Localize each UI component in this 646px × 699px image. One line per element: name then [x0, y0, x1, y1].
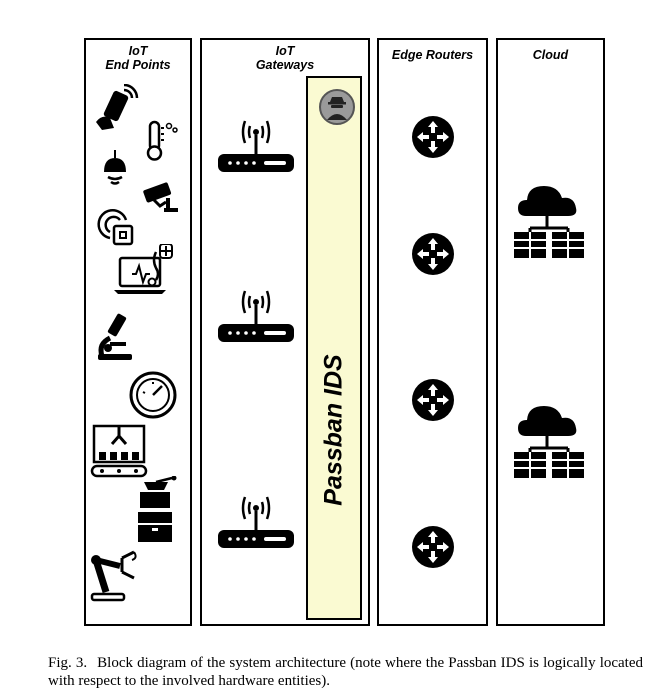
- smart-lamp-icon: [100, 150, 130, 192]
- robotic-arm-icon: [86, 546, 144, 604]
- cloud-server-icon: [508, 178, 592, 260]
- passban-ids-label: Passban IDS: [319, 354, 348, 506]
- factory-conveyor-icon: [90, 424, 148, 478]
- thermometer-icon: [142, 120, 178, 162]
- rfid-tag-icon: [94, 206, 136, 248]
- router-icon: [411, 232, 455, 276]
- coffee-grinder-icon: [130, 476, 184, 546]
- wifi-router-icon: [216, 284, 296, 344]
- figure-caption: Fig. 3.Block diagram of the system archi…: [48, 654, 643, 690]
- wifi-router-icon: [216, 114, 296, 174]
- microscope-icon: [94, 312, 136, 362]
- router-icon: [411, 378, 455, 422]
- cloud-column: Cloud: [496, 38, 605, 626]
- cloud-server-icon: [508, 398, 592, 480]
- edge-routers-title: Edge Routers: [391, 48, 474, 62]
- iot-endpoints-title: IoT End Points: [105, 44, 171, 72]
- passban-ids-bar: Passban IDS: [306, 76, 362, 620]
- hacker-icon: [318, 88, 356, 126]
- cloud-title: Cloud: [532, 48, 569, 62]
- wifi-router-icon: [216, 490, 296, 550]
- figure-caption-text: Block diagram of the system architecture…: [48, 655, 643, 689]
- router-icon: [411, 115, 455, 159]
- figure-label: Fig. 3.: [48, 655, 88, 671]
- security-camera-icon: [140, 180, 182, 214]
- gauge-icon: [128, 370, 178, 420]
- iot-gateways-title: IoT Gateways: [255, 44, 315, 72]
- router-icon: [411, 525, 455, 569]
- laptop-medical-icon: [112, 244, 176, 298]
- smartphone-nfc-icon: [94, 84, 140, 132]
